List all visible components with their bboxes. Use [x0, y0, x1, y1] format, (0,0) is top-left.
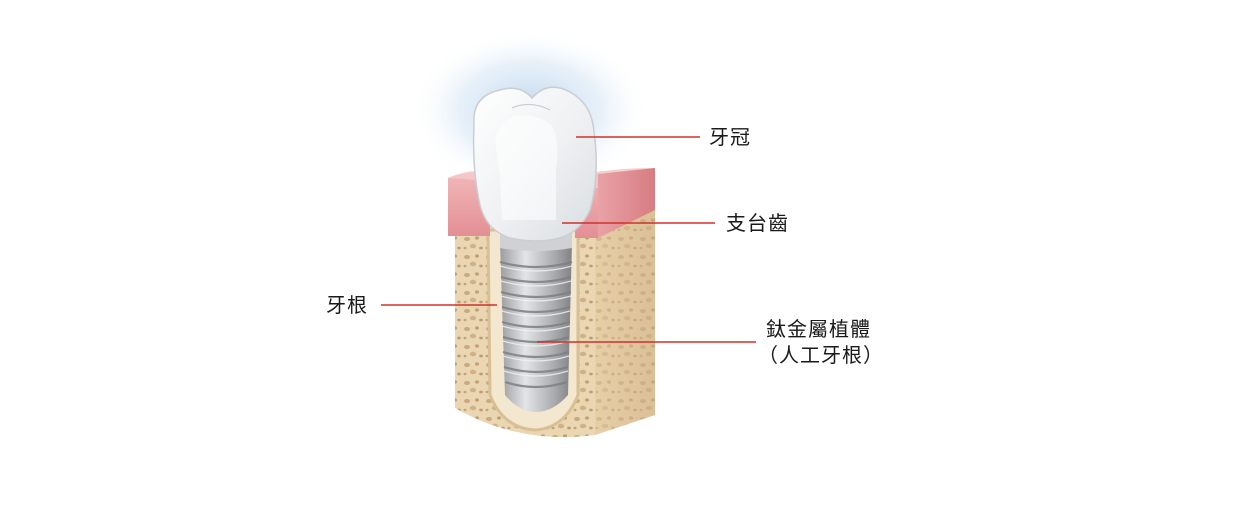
- crown-label: 牙冠: [709, 125, 751, 149]
- root-label: 牙根: [326, 293, 368, 317]
- abutment-label: 支台齒: [726, 211, 789, 235]
- implant-label: 鈦金屬植體 （人工牙根）: [758, 316, 884, 368]
- implant-label-line1: 鈦金屬植體: [766, 317, 871, 341]
- implant-body: [499, 242, 573, 412]
- gum-side: [598, 168, 655, 238]
- implant-label-line2: （人工牙根）: [758, 343, 884, 367]
